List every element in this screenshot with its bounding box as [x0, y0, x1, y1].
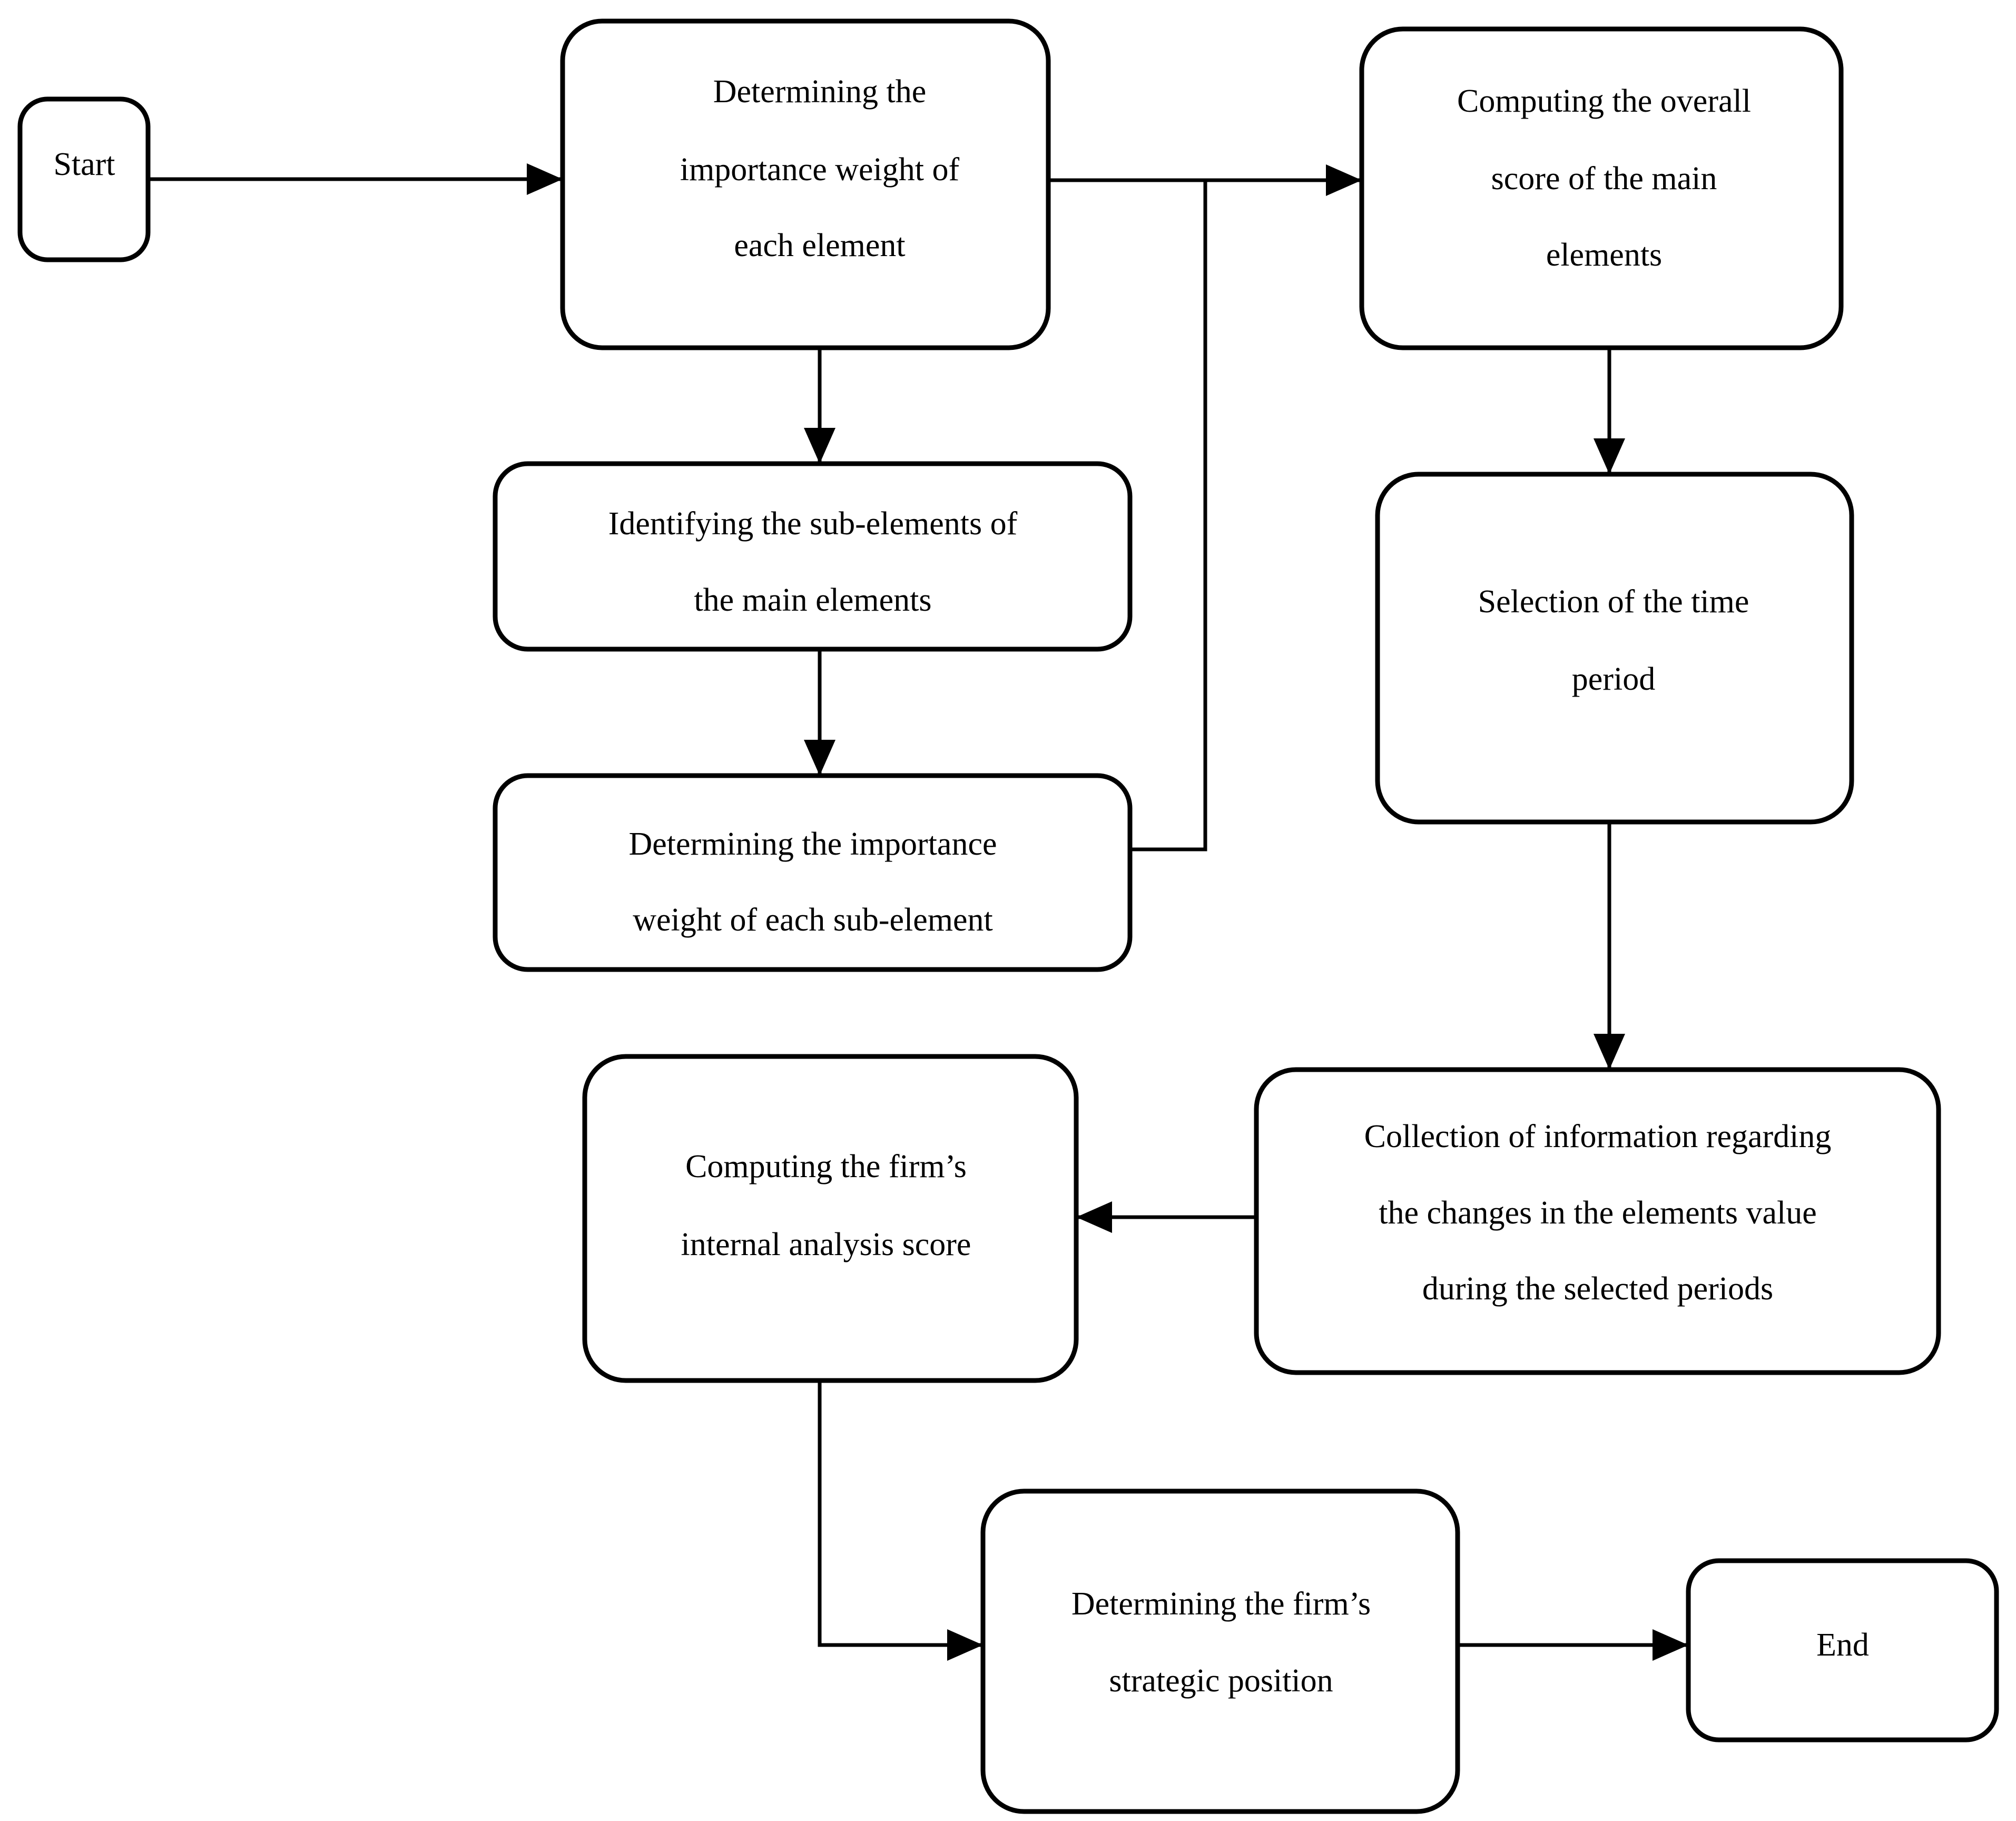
arrowhead-icon — [1076, 1201, 1112, 1233]
edge-collect-info-to-internal-score — [1076, 1201, 1256, 1233]
edge-internal-score-to-position — [818, 1381, 983, 1661]
edge-position-to-end — [1458, 1629, 1688, 1661]
node-determine-sub-weight-line2: weight of each sub-element — [633, 902, 992, 938]
edge-line — [818, 1381, 983, 1647]
edge-select-period-to-collect-info — [1594, 822, 1625, 1070]
node-determine-sub-weight-line1: Determining the importance — [629, 826, 997, 862]
arrowhead-icon — [527, 163, 563, 195]
arrowhead-icon — [1653, 1629, 1688, 1661]
node-select-period[interactable]: Selection of the time period — [1375, 472, 1854, 825]
node-determine-main-weight[interactable]: Determining the importance weight of eac… — [560, 18, 1051, 350]
node-start-label: Start — [53, 146, 115, 182]
node-collect-info-line1: Collection of information regarding — [1364, 1119, 1832, 1154]
node-identify-sub[interactable]: Identifying the sub-elements of the main… — [493, 461, 1133, 652]
node-compute-main-score-line1: Computing the overall — [1457, 83, 1751, 119]
edge-sub-weight-to-overall-score — [1130, 180, 1207, 851]
edge-line — [1130, 180, 1207, 851]
node-compute-internal-score-shape[interactable] — [582, 1054, 1079, 1383]
node-determine-main-weight-line1: Determining the — [713, 74, 927, 110]
node-determine-main-weight-line2: importance weight of — [680, 152, 960, 188]
node-determine-sub-weight[interactable]: Determining the importance weight of eac… — [493, 773, 1133, 972]
node-select-period-line2: period — [1572, 661, 1655, 697]
node-determine-position[interactable]: Determining the firm’s strategic positio… — [980, 1489, 1460, 1814]
node-collect-info-shape[interactable] — [1254, 1067, 1941, 1375]
node-determine-position-line2: strategic position — [1109, 1663, 1333, 1699]
edge-overall-score-to-select-period — [1594, 348, 1625, 474]
node-collect-info-line2: the changes in the elements value — [1379, 1195, 1817, 1231]
node-compute-main-score-shape[interactable] — [1359, 26, 1844, 350]
node-determine-sub-weight-shape[interactable] — [493, 773, 1133, 972]
edge-start-to-main-weight — [148, 163, 563, 195]
node-end[interactable]: End — [1686, 1558, 1999, 1742]
node-start-shape[interactable] — [17, 96, 151, 262]
arrowhead-icon — [804, 740, 835, 776]
node-determine-position-line1: Determining the firm’s — [1071, 1586, 1371, 1622]
arrowhead-icon — [1594, 438, 1625, 474]
node-start[interactable]: Start — [17, 96, 151, 262]
node-compute-main-score[interactable]: Computing the overall score of the main … — [1359, 26, 1844, 350]
node-identify-sub-shape[interactable] — [493, 461, 1133, 652]
node-determine-main-weight-shape[interactable] — [560, 18, 1051, 350]
node-end-shape[interactable] — [1686, 1558, 1999, 1742]
node-collect-info[interactable]: Collection of information regarding the … — [1254, 1067, 1941, 1375]
node-compute-internal-score[interactable]: Computing the firm’s internal analysis s… — [582, 1054, 1079, 1383]
arrowhead-icon — [1326, 164, 1362, 196]
node-end-label: End — [1816, 1627, 1869, 1663]
node-identify-sub-line1: Identifying the sub-elements of — [608, 506, 1018, 542]
node-collect-info-line3: during the selected periods — [1422, 1271, 1773, 1307]
edge-main-weight-to-identify-sub — [804, 345, 835, 464]
node-select-period-line1: Selection of the time — [1478, 584, 1749, 620]
node-determine-position-shape[interactable] — [980, 1489, 1460, 1814]
edge-identify-sub-to-sub-weight — [804, 649, 835, 776]
node-identify-sub-line2: the main elements — [694, 582, 931, 618]
node-compute-main-score-line3: elements — [1546, 237, 1662, 273]
node-select-period-shape[interactable] — [1375, 472, 1854, 825]
node-compute-internal-score-line2: internal analysis score — [681, 1227, 971, 1262]
node-compute-main-score-line2: score of the main — [1491, 161, 1717, 197]
arrowhead-icon — [947, 1629, 983, 1661]
node-compute-internal-score-line1: Computing the firm’s — [685, 1149, 967, 1184]
arrowhead-icon — [1594, 1034, 1625, 1070]
arrowhead-icon — [804, 428, 835, 464]
node-determine-main-weight-line3: each element — [734, 228, 905, 263]
